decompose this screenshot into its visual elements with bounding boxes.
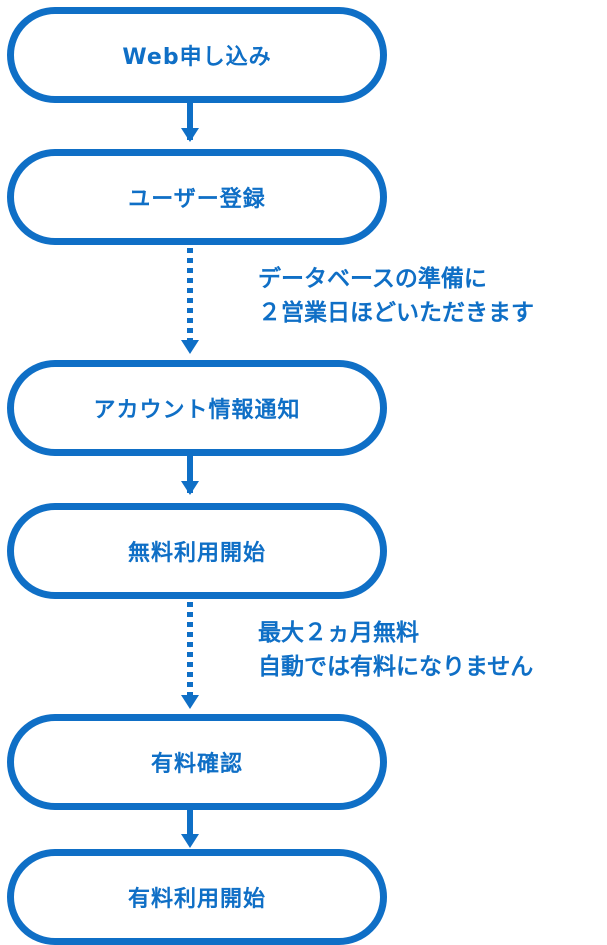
step-paid-usage-start: 有料利用開始 (7, 849, 387, 945)
step-paid-confirmation: 有料確認 (7, 714, 387, 810)
step-label: 有料利用開始 (127, 887, 266, 912)
step-label: 有料確認 (150, 752, 243, 777)
note-line: 自動では有料になりません (258, 654, 534, 680)
note-line: ２営業日ほどいただきます (258, 300, 534, 326)
note-free-period: 最大２ヵ月無料 自動では有料になりません (258, 616, 533, 684)
step-free-trial-start: 無料利用開始 (7, 503, 387, 599)
note-line: データベースの準備に (258, 266, 487, 292)
arrowhead-icon (181, 128, 199, 142)
step-user-registration: ユーザー登録 (7, 149, 387, 245)
step-label: アカウント情報通知 (93, 398, 301, 423)
step-web-application: Web申し込み (7, 7, 387, 103)
arrowhead-icon (181, 834, 199, 848)
arrowhead-icon (181, 340, 199, 354)
note-database-preparation: データベースの準備に ２営業日ほどいただきます (258, 262, 534, 330)
step-label: 無料利用開始 (127, 541, 266, 566)
arrowhead-icon (181, 695, 199, 709)
step-label: Web申し込み (122, 45, 272, 70)
step-account-notification: アカウント情報通知 (7, 360, 387, 456)
note-line: 最大２ヵ月無料 (258, 620, 419, 646)
step-label: ユーザー登録 (128, 187, 266, 212)
arrowhead-icon (181, 481, 199, 495)
